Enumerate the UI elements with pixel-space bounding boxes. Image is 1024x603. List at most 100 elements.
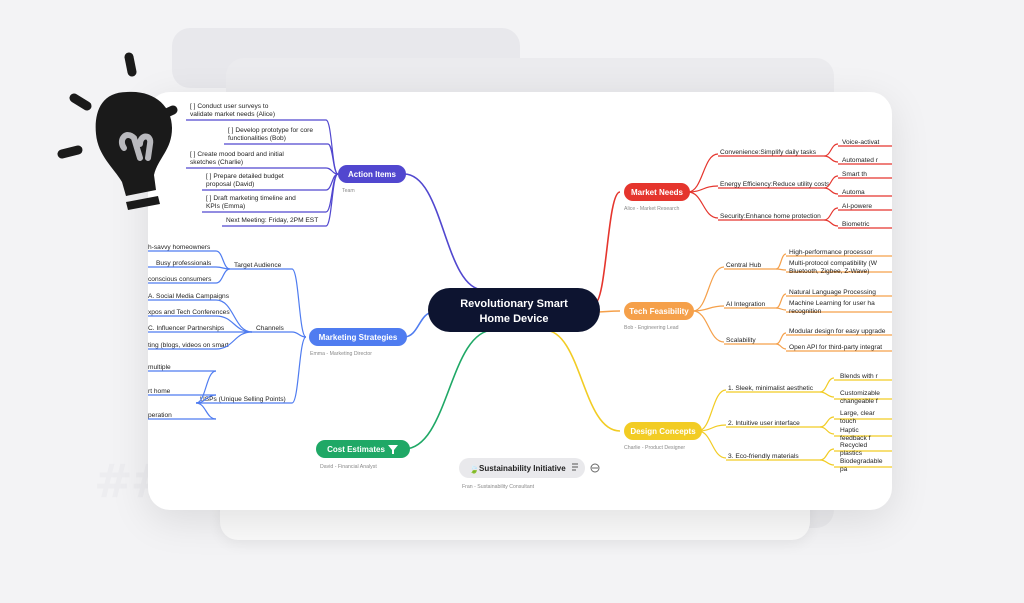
filter-icon[interactable] xyxy=(388,445,398,454)
marketing-detail: ting (blogs, videos on smart xyxy=(148,342,229,349)
owner-label: Charlie - Product Designer xyxy=(624,445,685,451)
design-detail: Recycled xyxy=(840,442,867,449)
design-detail: feedback f xyxy=(840,435,871,442)
action-item: proposal (David) xyxy=(206,181,254,188)
action-item: Next Meeting: Friday, 2PM EST xyxy=(226,217,318,224)
design-detail: changeable f xyxy=(840,398,878,405)
connector-line xyxy=(687,185,719,193)
design-detail: pa xyxy=(840,466,848,473)
sustainability-label: Sustainability Initiative xyxy=(479,464,566,473)
marketing-group: USPs (Unique Selling Points) xyxy=(200,396,286,403)
connector-line xyxy=(327,143,339,175)
connector-line xyxy=(819,377,835,393)
connector-line xyxy=(593,191,621,305)
connector-line xyxy=(291,336,307,404)
tech-detail: Open API for third-party integrat xyxy=(789,344,882,351)
owner-label: Team xyxy=(342,188,355,194)
menu-icon[interactable] xyxy=(572,463,578,471)
connector-line xyxy=(291,331,307,338)
connector-line xyxy=(819,416,835,428)
tech-feasibility-node-label: Tech Feasibility xyxy=(629,307,689,316)
connector-line xyxy=(403,329,495,450)
marketing-strategies-node[interactable] xyxy=(309,328,407,346)
connector-line xyxy=(692,266,725,312)
action-items-node[interactable] xyxy=(338,165,406,183)
connector-line xyxy=(775,268,787,271)
marketing-detail: multiple xyxy=(148,364,171,371)
action-item: functionalities (Bob) xyxy=(228,135,286,142)
design-detail: plastics xyxy=(840,450,863,457)
design-detail: Haptic xyxy=(840,427,859,434)
connector-line xyxy=(823,143,839,157)
tech-detail: recognition xyxy=(789,308,822,315)
action-item: [ ] Prepare detailed budget xyxy=(206,173,284,180)
connector-line xyxy=(195,370,217,404)
marketing-detail: peration xyxy=(148,412,172,419)
connector-line xyxy=(687,153,719,193)
tech-item: Scalability xyxy=(726,337,756,344)
connector-line xyxy=(823,155,839,163)
marketing-detail: h-savvy homeowners xyxy=(148,244,211,251)
connector-line xyxy=(325,173,339,213)
market-needs-node-label: Market Needs xyxy=(631,188,684,197)
tech-detail: Natural Language Processing xyxy=(789,289,876,296)
action-item: [ ] Conduct user surveys to xyxy=(190,103,269,110)
design-item: 1. Sleek, minimalist aesthetic xyxy=(728,385,814,392)
design-item: 3. Eco-friendly materials xyxy=(728,453,799,460)
collapse-icon[interactable] xyxy=(590,463,600,473)
marketing-detail: conscious consumers xyxy=(148,276,212,283)
connector-line xyxy=(819,459,835,466)
design-concepts-node[interactable] xyxy=(624,422,702,440)
connector-line xyxy=(775,343,787,350)
marketing-group: Target Audience xyxy=(234,262,282,269)
connector-line xyxy=(819,426,835,435)
market-needs-detail: Automated r xyxy=(842,157,879,164)
connector-line xyxy=(775,253,787,270)
market-needs-node[interactable] xyxy=(624,183,690,201)
connector-line xyxy=(775,293,787,309)
market-needs-detail: Biometric xyxy=(842,221,870,228)
action-item: KPIs (Emma) xyxy=(206,203,245,210)
market-needs-detail: Automa xyxy=(842,189,865,196)
tech-detail: Machine Learning for user ha xyxy=(789,300,875,307)
connector-line xyxy=(775,307,787,311)
action-item: validate market needs (Alice) xyxy=(190,111,275,118)
action-item: sketches (Charlie) xyxy=(190,159,243,166)
connector-line xyxy=(215,268,231,284)
market-needs-item: Energy Efficiency:Reduce utility costs xyxy=(720,181,830,188)
market-needs-detail: Voice-activat xyxy=(842,139,880,146)
market-needs-item: Convenience:Simplify daily tasks xyxy=(720,149,817,156)
connector-line xyxy=(697,430,727,459)
mind-map-card: Convenience:Simplify daily tasks Voice-ac… xyxy=(148,92,892,510)
owner-label: Emma - Marketing Director xyxy=(310,351,372,357)
action-items-node-label: Action Items xyxy=(348,170,397,179)
marketing-detail: A. Social Media Campaigns xyxy=(148,293,230,300)
owner-label: Alice - Market Research xyxy=(624,206,679,212)
connector-line xyxy=(823,219,839,227)
connector-line xyxy=(215,331,253,350)
sustainability-node[interactable] xyxy=(459,458,585,478)
action-item: [ ] Draft marketing timeline and xyxy=(206,195,296,202)
connector-line xyxy=(325,173,339,227)
lightbulb-icon xyxy=(57,52,178,210)
action-item: [ ] Create mood board and initial xyxy=(190,151,284,158)
connector-line xyxy=(687,191,719,219)
marketing-strategies-node-label: Marketing Strategies xyxy=(319,333,398,342)
cost-estimates-label: Cost Estimates xyxy=(327,445,385,454)
market-needs-detail: Smart th xyxy=(842,171,867,178)
marketing-detail: xpos and Tech Conferences xyxy=(148,309,230,316)
tech-feasibility-node[interactable] xyxy=(624,302,694,320)
marketing-detail: C. Influencer Partnerships xyxy=(148,325,225,332)
connector-line xyxy=(543,329,621,432)
central-topic-node[interactable] xyxy=(428,288,600,332)
leaf-icon: 🍃 xyxy=(469,464,479,474)
design-detail: touch xyxy=(840,418,856,425)
connector-line xyxy=(823,207,839,221)
marketing-detail: Busy professionals xyxy=(156,260,212,267)
owner-label: Fran - Sustainability Consultant xyxy=(462,484,535,490)
owner-label: David - Financial Analyst xyxy=(320,464,377,470)
connector-line xyxy=(819,448,835,461)
connector-line xyxy=(692,310,725,343)
cost-estimates-node[interactable] xyxy=(316,440,410,458)
design-detail: Blends with r xyxy=(840,373,879,380)
